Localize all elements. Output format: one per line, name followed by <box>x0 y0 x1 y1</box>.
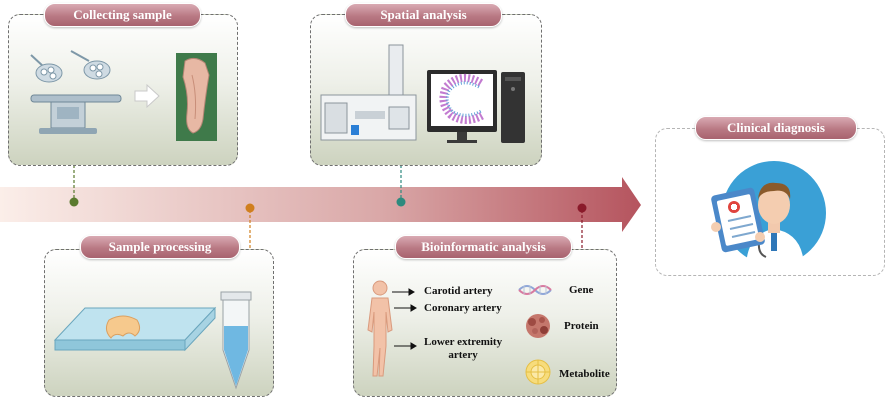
collecting-title: Collecting sample <box>44 3 201 27</box>
metabolite-icon <box>525 359 551 385</box>
dot-spatial <box>396 197 406 207</box>
human-body-icon <box>367 280 393 377</box>
tissue-sample-image <box>176 53 217 141</box>
dot-bioinformatic <box>577 203 587 213</box>
doctor-illustration <box>711 161 826 265</box>
omics-label-metabolite: Metabolite <box>559 368 610 380</box>
sample-processing-illustration <box>53 291 252 390</box>
surgical-lamp-icon <box>30 50 111 83</box>
processing-title: Sample processing <box>80 235 240 259</box>
dot-collecting <box>69 197 79 207</box>
operating-room-illustration <box>30 50 217 141</box>
glass-slide-icon <box>53 306 217 352</box>
spatial-title: Spatial analysis <box>345 3 502 27</box>
flow-arrow-icon <box>134 83 160 109</box>
dna-icon <box>518 285 552 295</box>
omics-label-protein: Protein <box>564 320 599 332</box>
clinical-panel <box>655 128 885 276</box>
omics-label-gene: Gene <box>569 284 594 296</box>
mass-spectrometer-icon <box>320 44 417 141</box>
operating-table-icon <box>30 94 122 134</box>
artery-label-lower-extremity: Lower extremity artery <box>424 336 503 361</box>
computer-monitor-icon <box>427 70 497 143</box>
clinical-title: Clinical diagnosis <box>695 116 857 140</box>
clipboard-icon <box>711 187 765 253</box>
protein-icon <box>526 314 550 338</box>
artery-arrows <box>392 288 417 350</box>
artery-label-coronary: Coronary artery <box>424 302 502 314</box>
collecting-panel <box>8 14 238 166</box>
artery-label-carotid: Carotid artery <box>424 285 493 297</box>
dot-processing <box>245 203 255 213</box>
mass-spectrometry-illustration <box>320 44 525 143</box>
bioinformatic-illustration <box>367 280 552 385</box>
bioinformatic-title: Bioinformatic analysis <box>395 235 572 259</box>
timeline-arrow <box>0 177 641 232</box>
bioinformatic-panel: Carotid artery Coronary artery Lower ext… <box>353 249 617 397</box>
centrifuge-tube-icon <box>220 291 252 390</box>
computer-tower-icon <box>501 72 525 143</box>
processing-panel <box>44 249 274 397</box>
spatial-panel <box>310 14 542 166</box>
